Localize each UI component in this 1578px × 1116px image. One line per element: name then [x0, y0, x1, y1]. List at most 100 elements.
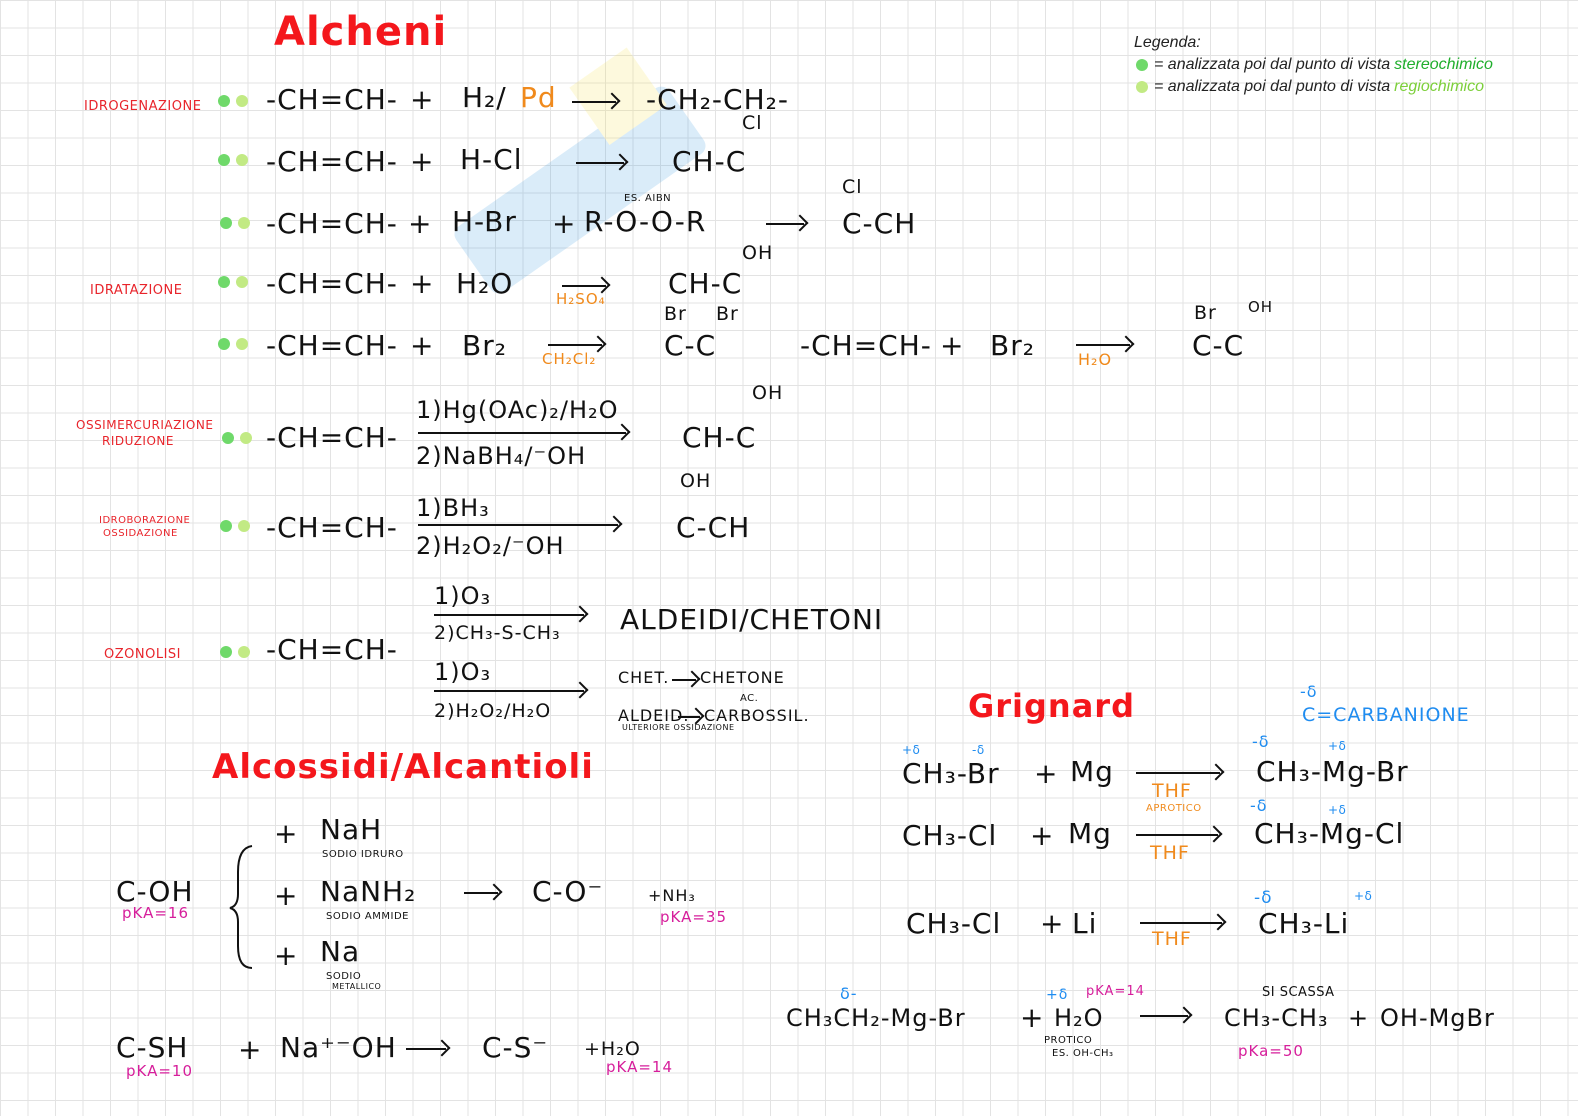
reaction-arrow — [766, 223, 804, 225]
ethyl-grignard: CH₃CH₂-Mg-Br — [786, 1004, 966, 1032]
reaction-arrow — [1140, 922, 1222, 924]
aprotico-note: APROTICO — [1146, 803, 1202, 814]
alkene-formula: -CH=CH- — [266, 633, 398, 666]
plus-sign: + — [410, 329, 435, 362]
product-chloroalkane: CH-C — [672, 145, 747, 178]
step-2: 2)NaBH₄/⁻OH — [416, 442, 587, 470]
plus-sign: + — [410, 83, 435, 116]
legend-text: = analizzata poi dal punto di vista — [1154, 78, 1391, 95]
es-note: ES. OH-CH₃ — [1052, 1048, 1114, 1059]
reaction-arrow — [406, 1048, 446, 1050]
organolithium: CH₃-Li — [1258, 907, 1350, 940]
title-alcossidi: Alcossidi/Alcantioli — [212, 747, 594, 787]
si-scassa-note: SI SCASSA — [1262, 985, 1335, 1000]
reaction-arrow — [576, 162, 624, 164]
title-grignard: Grignard — [968, 687, 1135, 725]
methyl-bromide: CH₃-Br — [902, 757, 1000, 790]
na-name-1: SODIO — [326, 971, 362, 982]
reaction-arrow — [464, 892, 498, 894]
title-alcheni: Alcheni — [274, 9, 448, 55]
plus-sign: + — [1348, 1004, 1370, 1032]
solvent-ch2cl2: CH₂Cl₂ — [542, 350, 597, 368]
label-ossidazione: OSSIDAZIONE — [103, 528, 178, 539]
reaction-arrow — [1136, 834, 1218, 836]
legend-item-regio: = analizzata poi dal punto di vista regi… — [1134, 78, 1493, 96]
nanh2-name: SODIO AMMIDE — [326, 911, 409, 922]
pka-water: pKA=14 — [606, 1058, 674, 1076]
regio-dot-icon — [240, 432, 252, 444]
partial-charge: +δ — [1328, 739, 1347, 753]
chetone-label: CHETONE — [700, 668, 785, 687]
partial-charge: +δ — [1328, 803, 1347, 817]
substituent-br: Br — [1194, 302, 1217, 324]
legend-text: = analizzata poi dal punto di vista — [1154, 56, 1391, 73]
label-riduzione: RIDUZIONE — [102, 434, 174, 448]
reagent-br2: Br₂ — [462, 329, 507, 362]
label-idrogenazione: IDROGENAZIONE — [84, 99, 202, 114]
reagent-water: H₂O — [456, 267, 514, 300]
product-alkane: -CH₂-CH₂- — [646, 83, 789, 116]
catalyst-pd: Pd — [520, 81, 557, 114]
pka-alcohol: pKA=16 — [122, 904, 190, 922]
step-2: 2)H₂O₂/⁻OH — [416, 532, 565, 560]
reaction-arrow — [418, 524, 618, 526]
water-byproduct: +H₂O — [584, 1038, 641, 1060]
alkene-formula: -CH=CH- — [266, 511, 398, 544]
mg-salt-product: OH-MgBr — [1380, 1004, 1495, 1032]
small-arrow — [672, 679, 696, 681]
methyl-chloride: CH₃-Cl — [906, 907, 1002, 940]
alcohol-formula: C-OH — [116, 875, 194, 908]
partial-charge: -δ — [1254, 888, 1273, 908]
solvent-thf: THF — [1150, 842, 1190, 864]
regio-dot-icon — [236, 95, 248, 107]
substituent-oh: OH — [742, 242, 774, 264]
alkene-formula: -CH=CH- — [266, 329, 398, 362]
regio-dot-icon — [236, 154, 248, 166]
small-arrow — [678, 716, 700, 718]
plus-sign: + — [274, 879, 299, 912]
product-alcohol: CH-C — [668, 267, 743, 300]
step-1: 1)Hg(OAc)₂/H₂O — [416, 396, 619, 424]
regio-dot-icon — [238, 520, 250, 532]
plus-sign: + — [238, 1033, 263, 1066]
reaction-arrow — [572, 101, 616, 103]
step-1: 1)O₃ — [434, 582, 492, 610]
step-1: 1)O₃ — [434, 658, 492, 686]
reaction-arrow — [434, 690, 584, 692]
stereo-dot-icon — [218, 276, 230, 288]
partial-charge: +δ — [902, 743, 921, 757]
label-ozonolisi: OZONOLISI — [104, 647, 181, 662]
plus-sign: + — [1034, 757, 1059, 790]
alkene-formula: -CH=CH- — [266, 421, 398, 454]
label-idratazione: IDRATAZIONE — [90, 283, 183, 298]
brace-icon — [229, 845, 253, 969]
ac-label: AC. — [740, 693, 759, 704]
plus-sign: + — [410, 267, 435, 300]
reagent-br2: Br₂ — [990, 329, 1035, 362]
metal-mg: Mg — [1070, 755, 1114, 788]
reagent-h2: H₂/ — [462, 81, 507, 114]
step-1: 1)BH₃ — [416, 494, 490, 522]
chet-label: CHET. — [618, 668, 670, 687]
partial-charge: +δ — [1354, 889, 1373, 903]
light-green-dot-icon — [1136, 81, 1148, 93]
plus-sign: + — [1020, 1001, 1045, 1034]
regio-dot-icon — [236, 338, 248, 350]
regio-dot-icon — [238, 646, 250, 658]
legend-heading: Legenda: — [1134, 34, 1201, 51]
substituent-oh: OH — [1248, 298, 1274, 316]
regio-dot-icon — [236, 276, 248, 288]
legend: Legenda: = analizzata poi dal punto di v… — [1134, 34, 1493, 96]
reagent-hcl: H-Cl — [460, 143, 523, 176]
label-ossimercuriazione: OSSIMERCURIAZIONE — [76, 418, 214, 432]
carbanion-label: C=CARBANIONE — [1302, 704, 1470, 726]
substituent-br: Br — [716, 303, 739, 325]
reagent-nah: NaH — [320, 813, 383, 846]
reaction-arrow — [1136, 772, 1220, 774]
substituent-cl: Cl — [842, 176, 863, 198]
substituent-cl: Cl — [742, 112, 763, 134]
alkene-formula: -CH=CH- — [266, 83, 398, 116]
alkene-formula: -CH=CH- — [266, 207, 398, 240]
legend-item-stereo: = analizzata poi dal punto di vista ster… — [1134, 56, 1493, 74]
substituent-oh: OH — [680, 470, 712, 492]
